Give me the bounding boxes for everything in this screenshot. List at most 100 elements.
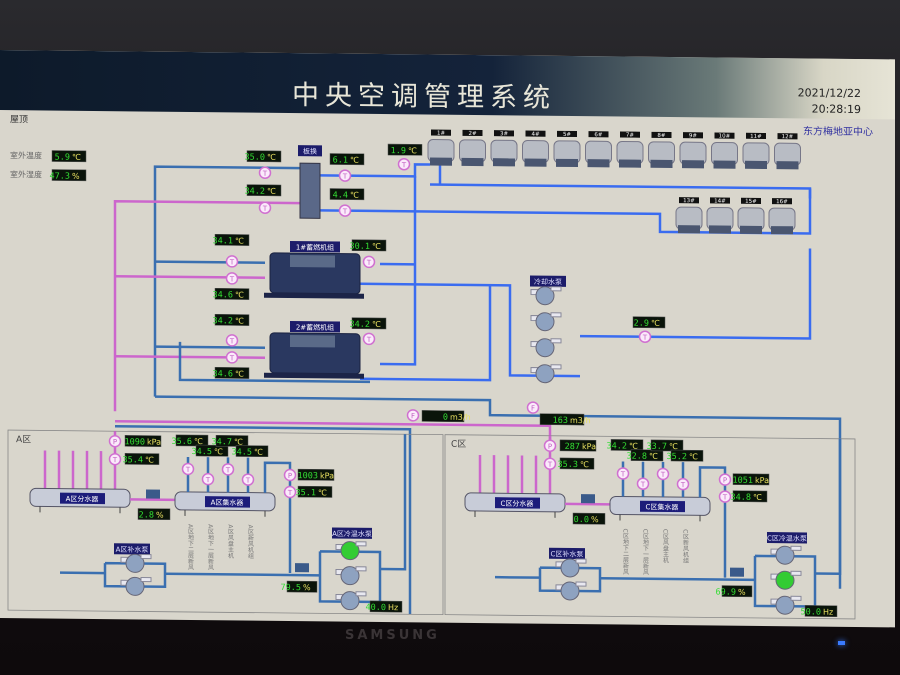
hx-left-bottom-sensor[interactable]: T <box>258 201 272 215</box>
hx-right-bottom-sensor-icon[interactable] <box>338 204 352 217</box>
zone-a-circ-pump-3-icon[interactable] <box>340 591 360 611</box>
zone-c-makeup-pump-2[interactable] <box>555 581 587 601</box>
zone-a-branch-sensor-2[interactable]: T <box>201 472 215 486</box>
cooling-pump-3[interactable] <box>530 338 562 358</box>
zone-a-circ-valve-icon[interactable] <box>295 563 309 573</box>
bypass-flow-sensor-icon[interactable] <box>406 409 420 422</box>
zone-c-circ-pump-3-icon[interactable] <box>775 595 795 615</box>
zone-a-circ-pump-1[interactable] <box>335 541 367 561</box>
zone-a-supply-p-sensor[interactable]: P <box>108 434 122 448</box>
cooling-tower-5[interactable]: 5# <box>553 130 581 168</box>
zone-c-circ-pump-3[interactable] <box>770 595 802 615</box>
tower-supply-sensor[interactable]: T <box>397 157 411 171</box>
cooling-tower-13[interactable]: 13# <box>675 197 703 234</box>
zone-c-makeup-pump-1[interactable] <box>555 558 587 578</box>
cooling-pump-4[interactable] <box>530 364 562 384</box>
zone-a-branch-sensor-4-icon[interactable] <box>241 473 255 486</box>
cooling-tower-11[interactable]: 11# <box>742 132 770 170</box>
zone-a-makeup-pump-2[interactable] <box>120 576 152 596</box>
zone-a-circ-pump-2-icon[interactable] <box>340 566 360 586</box>
zone-c-makeup-pump-2-icon[interactable] <box>560 581 580 601</box>
zone-c-circ-pump-2[interactable] <box>770 570 802 590</box>
ch1-out-sensor[interactable]: T <box>225 272 239 285</box>
zone-c-branch-sensor-3-icon[interactable] <box>656 467 670 481</box>
zone-a-return-p-sensor[interactable]: P <box>283 468 297 482</box>
cooling-pump-2-icon[interactable] <box>535 312 555 332</box>
zone-a-supply-p-sensor-icon[interactable] <box>108 434 122 448</box>
main-flow-sensor[interactable]: F <box>526 401 540 414</box>
zone-a-valve-icon[interactable] <box>146 489 160 499</box>
cooling-tower-15[interactable]: 15# <box>737 197 765 234</box>
cooling-pump-2[interactable] <box>530 312 562 332</box>
zone-c-branch-sensor-3[interactable]: T <box>656 467 670 481</box>
ch2-cond-sensor[interactable]: T <box>362 332 376 346</box>
zone-c-circ-valve-icon[interactable] <box>730 567 744 577</box>
cooling-tower-1[interactable]: 1# <box>427 129 455 166</box>
zone-a-branch-sensor-1-icon[interactable] <box>181 462 195 476</box>
zone-a-return-t-sensor[interactable]: T <box>283 485 297 499</box>
chiller-1[interactable]: 1#蓄燃机组 <box>264 241 364 299</box>
zone-a-branch-sensor-2-icon[interactable] <box>201 472 215 486</box>
zone-a-makeup-pump-1-icon[interactable] <box>125 553 145 573</box>
zone-c-branch-sensor-4[interactable]: T <box>676 477 690 491</box>
cooling-tower-4[interactable]: 4# <box>522 130 549 167</box>
zone-a-supply-t-sensor[interactable]: T <box>108 452 122 466</box>
zone-c-valve-icon[interactable] <box>581 494 595 504</box>
zone-c-supply-t-sensor[interactable]: T <box>543 457 557 471</box>
ch1-cond-sensor-icon[interactable] <box>362 255 376 269</box>
zone-c-branch-sensor-2[interactable]: T <box>636 477 650 490</box>
zone-c-return-p-sensor[interactable]: P <box>718 473 732 486</box>
zone-a-branch-sensor-1[interactable]: T <box>181 462 195 476</box>
zone-a-return-t-sensor-icon[interactable] <box>283 485 297 499</box>
cooling-tower-3[interactable]: 3# <box>490 130 518 167</box>
zone-a-circ-pump-2[interactable] <box>335 566 367 586</box>
zone-a-branch-sensor-3-icon[interactable] <box>221 463 235 476</box>
zone-c-circ-pump-1[interactable] <box>770 545 802 565</box>
cooling-tower-2[interactable]: 2# <box>459 129 486 167</box>
ch1-out-sensor-icon[interactable] <box>225 272 239 285</box>
cooling-return-sensor-icon[interactable] <box>638 330 652 344</box>
cooling-tower-14[interactable]: 14# <box>706 197 734 234</box>
ch2-out-sensor[interactable]: T <box>225 351 239 364</box>
zone-c-branch-sensor-1-icon[interactable] <box>616 467 630 480</box>
zone-a-makeup-pump-1[interactable] <box>120 553 152 573</box>
ch2-in-sensor[interactable]: T <box>225 334 239 347</box>
cooling-tower-8[interactable]: 8# <box>648 131 675 169</box>
ch2-in-sensor-icon[interactable] <box>225 334 239 347</box>
bypass-flow-sensor[interactable]: F <box>406 409 420 422</box>
tower-supply-sensor-icon[interactable] <box>397 157 411 171</box>
cooling-pump-1[interactable] <box>530 286 562 306</box>
zone-a-makeup-pump-2-icon[interactable] <box>125 576 145 596</box>
zone-a-supply-t-sensor-icon[interactable] <box>108 452 122 466</box>
zone-a-branch-sensor-4[interactable]: T <box>241 473 255 486</box>
zone-c-circ-pump-1-icon[interactable] <box>775 545 795 565</box>
zone-c-circ-pump-2-icon[interactable] <box>775 570 795 590</box>
zone-a-circ-pump-3[interactable] <box>335 591 367 611</box>
cooling-tower-9[interactable]: 9# <box>679 132 707 169</box>
zone-c-supply-t-sensor-icon[interactable] <box>543 457 557 471</box>
cooling-tower-10[interactable]: 10# <box>711 132 738 169</box>
hx-right-bottom-sensor[interactable]: T <box>338 204 352 217</box>
cooling-return-sensor[interactable]: T <box>638 330 652 344</box>
main-flow-sensor-icon[interactable] <box>526 401 540 414</box>
zone-c-branch-sensor-1[interactable]: T <box>616 467 630 480</box>
zone-c-branch-sensor-4-icon[interactable] <box>676 477 690 491</box>
zone-c-branch-sensor-2-icon[interactable] <box>636 477 650 490</box>
cooling-tower-7[interactable]: 7# <box>616 131 644 168</box>
cooling-pump-3-icon[interactable] <box>535 338 555 358</box>
cooling-pump-1-icon[interactable] <box>535 286 555 306</box>
cooling-tower-6[interactable]: 6# <box>585 131 612 168</box>
zone-c-supply-p-sensor-icon[interactable] <box>543 439 557 453</box>
zone-a-return-p-sensor-icon[interactable] <box>283 468 297 482</box>
ch1-in-sensor-icon[interactable] <box>225 255 239 268</box>
hx-right-top-sensor[interactable]: T <box>338 169 352 182</box>
zone-c-return-p-sensor-icon[interactable] <box>718 473 732 486</box>
hx-left-top-sensor-icon[interactable] <box>258 166 272 180</box>
chiller-2[interactable]: 2#蓄燃机组 <box>264 321 364 379</box>
hx-left-bottom-sensor-icon[interactable] <box>258 201 272 215</box>
zone-c-makeup-pump-1-icon[interactable] <box>560 558 580 578</box>
ch1-cond-sensor[interactable]: T <box>362 255 376 269</box>
ch2-out-sensor-icon[interactable] <box>225 351 239 364</box>
cooling-tower-16[interactable]: 16# <box>768 198 796 235</box>
hx-left-top-sensor[interactable]: T <box>258 166 272 180</box>
